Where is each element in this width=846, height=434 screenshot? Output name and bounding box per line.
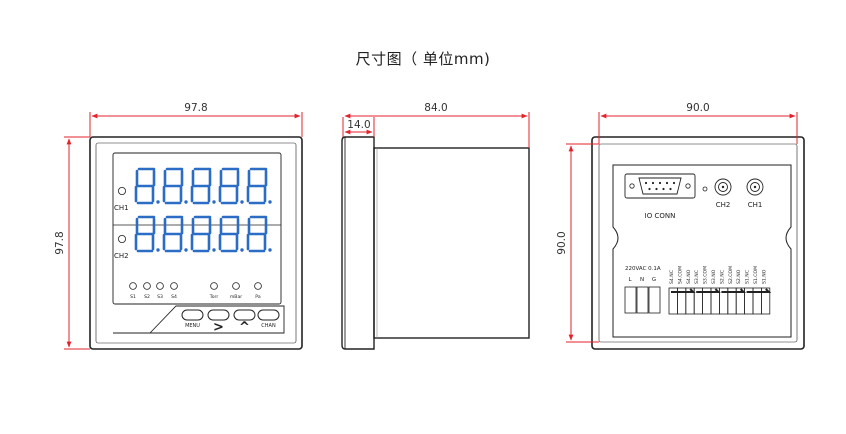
power-pin-label: N: [640, 277, 644, 283]
indicator-label: S2: [144, 294, 150, 300]
rear-height-value: 90.0: [556, 231, 568, 254]
seven-segment-display: [134, 167, 272, 253]
indicator-label: S4: [171, 294, 177, 300]
relay-label: S4.NC: [669, 270, 675, 284]
digit-1-4: [218, 167, 244, 205]
ch1-label: CH1: [114, 204, 129, 212]
page-title: 尺寸图（ 单位mm): [355, 50, 491, 68]
indicator-s3: S3: [156, 282, 164, 300]
digit-2-1: [134, 215, 160, 253]
relay-label: S2.NC: [719, 270, 725, 284]
ch1-connector-icon: [746, 178, 764, 196]
digit-2-2: [162, 215, 188, 253]
rear-width-value: 90.0: [686, 102, 709, 114]
side-bezel-value: 14.0: [347, 119, 370, 131]
relay-label: S3.NO: [711, 269, 717, 284]
front-width-value: 97.8: [184, 102, 207, 114]
relay-label: S3.COM: [703, 266, 709, 284]
button-label: CHAN: [261, 323, 276, 329]
indicator-label: S3: [157, 294, 163, 300]
power-pin-label: L: [628, 277, 632, 283]
button-label: ^: [239, 320, 250, 335]
relay-label: S2.NO: [736, 269, 742, 284]
front-view: CH1 CH2 S1 S2 S3 S4 Torr mBar Pa MENU > ^ CHAN 97…: [54, 102, 303, 350]
power-rating-label: 220VAC 0.1A: [625, 266, 661, 272]
rear-ch1-label: CH1: [748, 201, 763, 209]
indicator-label: Torr: [209, 294, 219, 300]
relay-label: S3.NC: [694, 270, 700, 284]
right-button[interactable]: >: [207, 309, 230, 335]
indicator-torr: Torr: [209, 282, 219, 300]
indicator-label: Pa: [255, 294, 261, 300]
chan-button[interactable]: CHAN: [257, 309, 280, 329]
relay-label: S1.NC: [745, 270, 751, 284]
indicator-label: S1: [130, 294, 136, 300]
menu-button[interactable]: MENU: [181, 309, 204, 329]
io-connector-icon: [624, 173, 696, 199]
relay-label: S2.COM: [728, 266, 734, 284]
relay-label: S1.COM: [753, 266, 759, 284]
ch2-connector-icon: [714, 178, 732, 196]
relay-label: S4.COM: [677, 266, 683, 284]
digit-1-1: [134, 167, 160, 205]
digit-2-4: [218, 215, 244, 253]
indicator-s1: S1: [129, 282, 137, 300]
indicator-s4: S4: [170, 282, 178, 300]
indicator-s2: S2: [143, 282, 151, 300]
ch2-label: CH2: [114, 252, 129, 260]
ch2-led-icon: [118, 234, 127, 243]
relay-label: S4.NO: [686, 269, 692, 284]
side-depth-value: 84.0: [424, 102, 447, 114]
digit-1-2: [162, 167, 188, 205]
relay-label: S1.NO: [761, 269, 767, 284]
power-pin-label: G: [652, 277, 656, 283]
button-label: MENU: [185, 323, 200, 329]
button-label: >: [213, 320, 224, 335]
digit-1-5: [246, 167, 272, 205]
io-conn-label: IO CONN: [645, 212, 676, 220]
indicator-label: mBar: [230, 294, 242, 300]
digit-2-3: [190, 215, 216, 253]
indicator-row: S1 S2 S3 S4 Torr mBar Pa: [129, 282, 262, 300]
indicator-pa: Pa: [254, 282, 262, 300]
up-button[interactable]: ^: [233, 309, 256, 335]
digit-2-5: [246, 215, 272, 253]
digit-1-3: [190, 167, 216, 205]
front-height-value: 97.8: [54, 231, 66, 254]
button-row: MENU > ^ CHAN: [181, 309, 280, 335]
ch1-led-icon: [118, 186, 127, 195]
rear-ch2-label: CH2: [716, 201, 731, 209]
side-view: 14.0 84.0: [341, 102, 530, 350]
indicator-mbar: mBar: [230, 282, 242, 300]
